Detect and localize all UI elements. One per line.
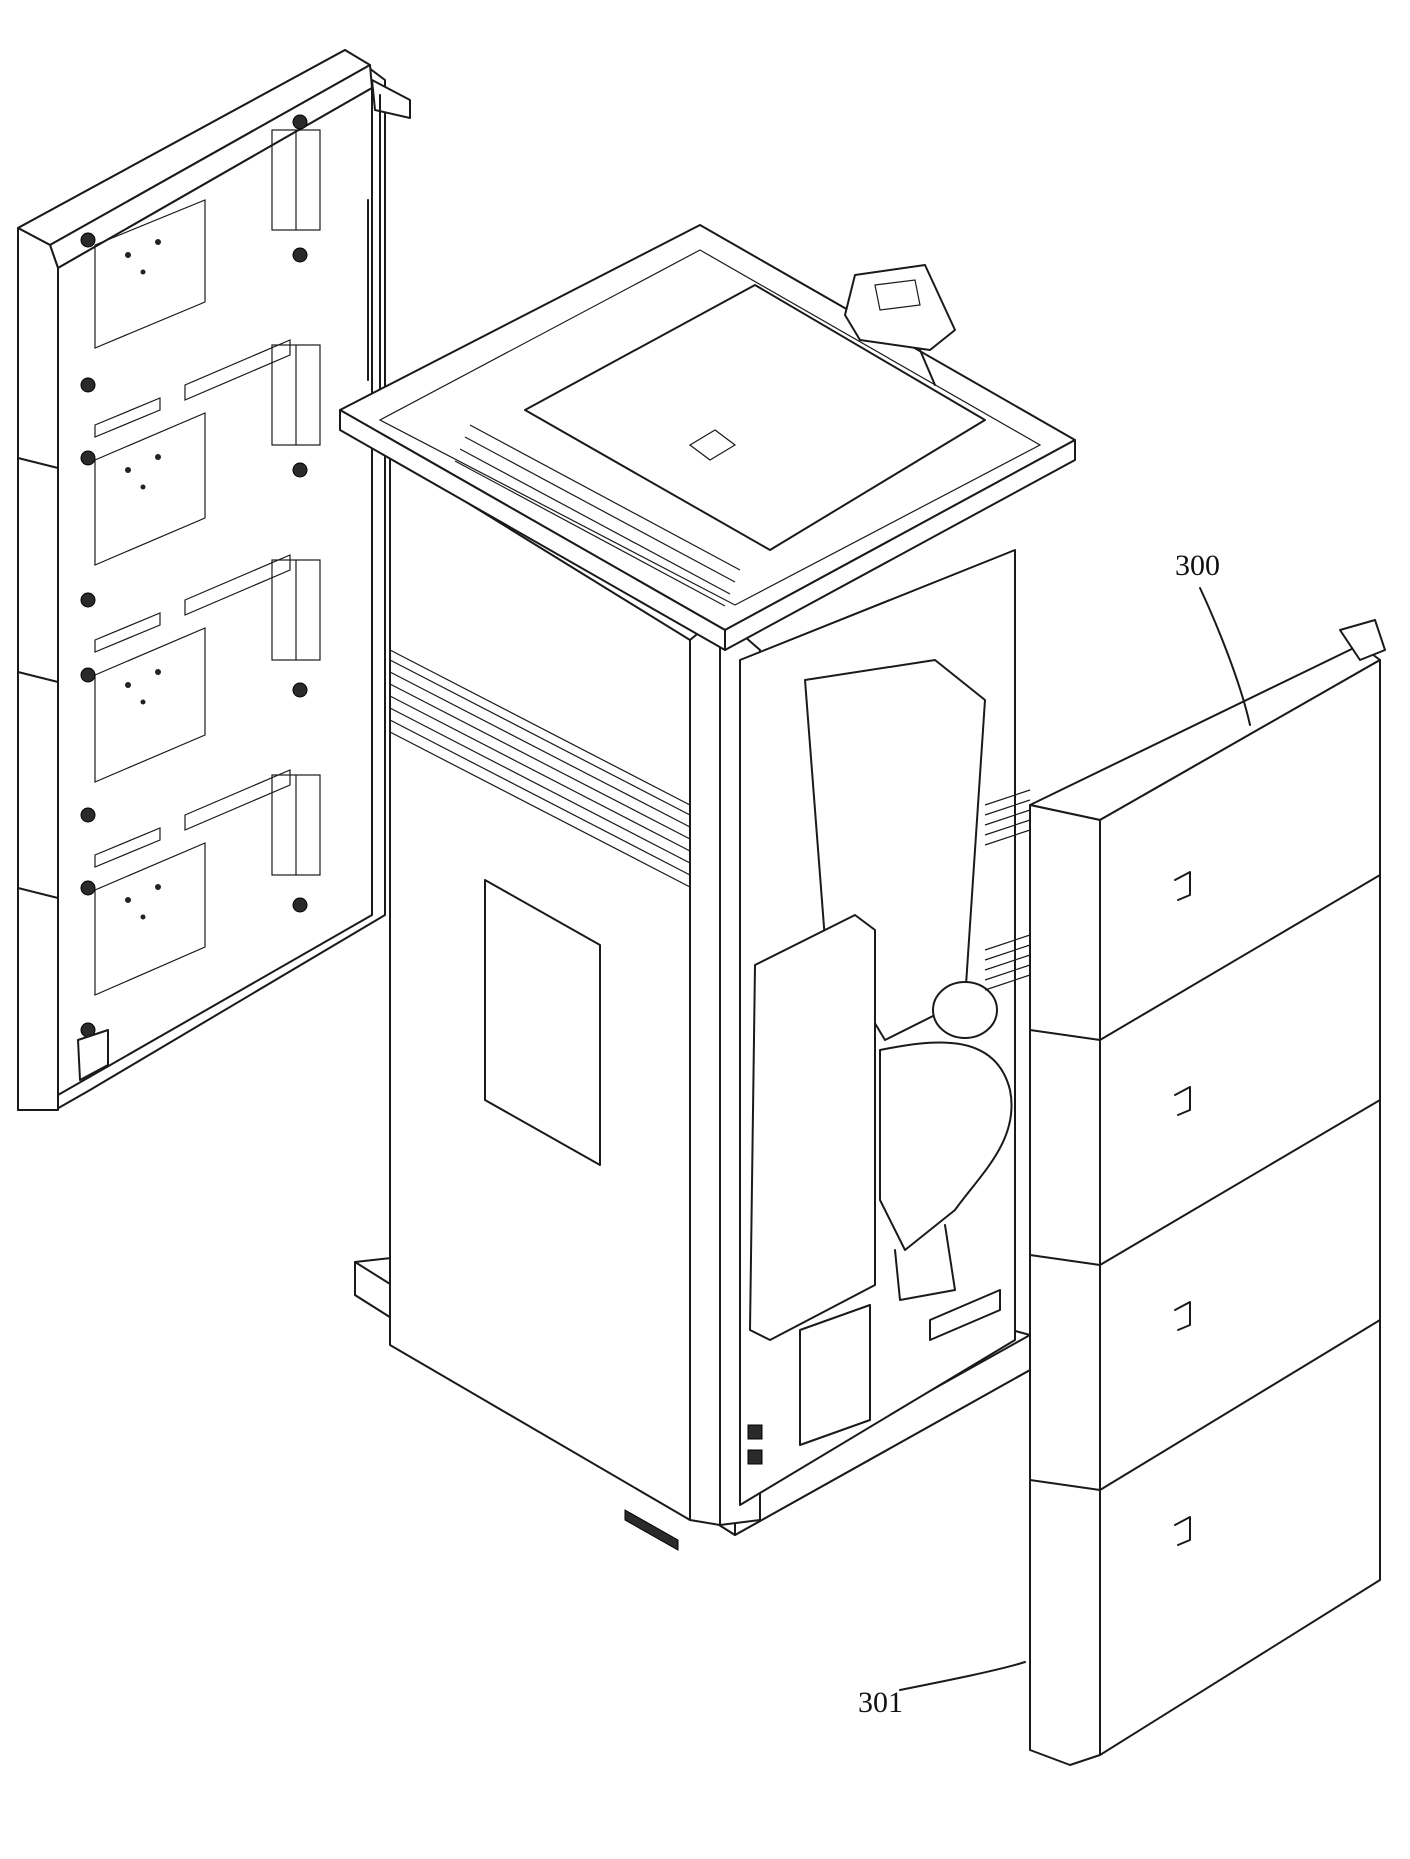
callout-301: 301 bbox=[858, 1661, 1026, 1719]
stove-body bbox=[339, 224, 1076, 1551]
label-301: 301 bbox=[858, 1686, 903, 1719]
label-300: 300 bbox=[1175, 549, 1220, 582]
right-side-panel bbox=[1029, 619, 1386, 1766]
left-side-panel bbox=[17, 49, 411, 1111]
callout-300: 300 bbox=[1175, 549, 1251, 726]
